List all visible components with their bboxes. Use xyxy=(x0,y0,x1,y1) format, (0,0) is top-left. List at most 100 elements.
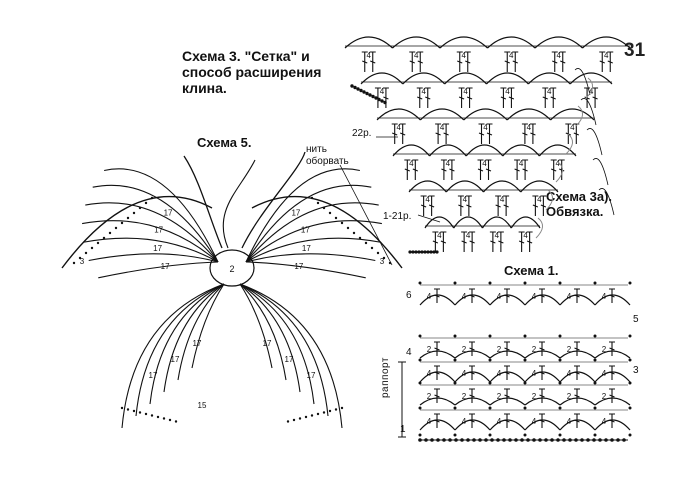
scheme5-title: Схема 5. xyxy=(197,135,252,150)
chain-dot xyxy=(496,438,500,442)
stitch-count-4: 4 xyxy=(380,87,385,96)
chain-arc xyxy=(392,144,431,157)
stitch-count-4: 4 xyxy=(570,123,575,132)
stitch-count-4: 4 xyxy=(463,195,468,204)
stitch-bar xyxy=(504,294,510,298)
stitch-bar xyxy=(417,60,423,64)
chain-dot xyxy=(108,231,112,235)
chain-dot xyxy=(593,381,597,385)
stitch-bar xyxy=(539,347,545,351)
chain-dot xyxy=(622,438,626,442)
chain-dot xyxy=(132,409,136,413)
chain-dot xyxy=(102,236,106,240)
stitch-count-4: 4 xyxy=(482,159,487,168)
stitch-bar xyxy=(409,60,415,64)
stitch-bar xyxy=(514,168,520,172)
chain-dot xyxy=(356,87,360,91)
chain-dot xyxy=(156,415,160,419)
stitch-bar xyxy=(458,204,464,208)
stitch-bar xyxy=(477,168,484,172)
stitch-bar xyxy=(434,371,440,375)
stitch-bar xyxy=(540,204,547,208)
stitch-bar xyxy=(522,168,528,172)
chain-dot xyxy=(453,381,457,385)
stitch-bar xyxy=(599,60,605,64)
chain-dot xyxy=(628,381,632,385)
center-strand xyxy=(222,159,256,249)
chain-dot xyxy=(304,415,308,419)
stitch-bar xyxy=(503,204,509,208)
stitch-bar xyxy=(574,371,580,375)
row-number-4: 4 xyxy=(406,347,412,358)
stitch-bar xyxy=(441,168,447,172)
chain-dot xyxy=(580,438,584,442)
stitch-bar xyxy=(362,60,368,64)
scheme1-count: 4 xyxy=(462,292,467,301)
lower-wing-loop xyxy=(239,283,273,369)
chain-arc xyxy=(502,144,540,157)
stitch-bar xyxy=(457,60,463,64)
scheme1-count: 4 xyxy=(497,369,502,378)
wing-count-17: 17 xyxy=(193,339,202,348)
chain-dot xyxy=(426,250,430,254)
chain-dot xyxy=(370,246,374,250)
stitch-bar xyxy=(383,96,389,100)
chain-dot xyxy=(376,251,380,255)
stitch-count-4: 4 xyxy=(527,123,532,132)
wing-count-17: 17 xyxy=(294,262,303,271)
chain-dot xyxy=(454,438,458,442)
wing-count-17: 17 xyxy=(307,371,316,380)
chain-arc xyxy=(483,180,522,193)
chain-dot xyxy=(628,281,632,285)
chain-dot xyxy=(120,221,124,225)
stitch-bar xyxy=(404,168,410,172)
page-number: 31 xyxy=(624,40,646,61)
chain-dot xyxy=(286,420,290,423)
scheme1-count: 4 xyxy=(427,292,432,301)
stitch-count-4: 4 xyxy=(604,51,609,60)
chain-arc xyxy=(569,72,613,85)
chain-dot xyxy=(418,281,422,285)
chain-dot xyxy=(488,381,492,385)
stitch-bar xyxy=(504,371,510,375)
stitch-bar xyxy=(504,419,510,423)
scheme1-count: 4 xyxy=(497,292,502,301)
rows-1-21-label: 1-21р. xyxy=(383,211,412,222)
chain-dot xyxy=(371,94,375,99)
stitch-count-4: 4 xyxy=(446,159,451,168)
stitch-bar xyxy=(592,96,598,100)
scheme1-count: 2 xyxy=(567,345,572,354)
chain-dot xyxy=(334,216,338,220)
stitch-bar xyxy=(512,60,518,64)
chain-dot xyxy=(628,406,632,410)
chain-dot xyxy=(514,438,518,442)
row-number-6: 6 xyxy=(406,290,412,301)
chain-arc xyxy=(463,108,508,121)
wing-count-17: 17 xyxy=(263,339,272,348)
scheme1-count: 4 xyxy=(567,292,572,301)
chain-dot xyxy=(453,358,457,362)
lower-wing-loop xyxy=(239,283,329,417)
stitch-count-4: 4 xyxy=(547,87,552,96)
chain-dot xyxy=(429,250,433,254)
chain-dot xyxy=(478,438,482,442)
stitch-bar xyxy=(469,419,475,423)
stitch-count-4: 4 xyxy=(425,195,430,204)
chain-dot xyxy=(628,358,632,362)
chain-dot xyxy=(316,412,320,416)
chain-dot xyxy=(328,409,332,413)
chain-dot xyxy=(138,411,142,414)
chain-arc xyxy=(465,144,504,157)
scheme1-count: 2 xyxy=(602,345,607,354)
chain-dot xyxy=(520,438,524,442)
stitch-count-4: 4 xyxy=(495,231,500,240)
stitch-bar xyxy=(458,96,465,100)
upper-wing-loop xyxy=(245,253,376,263)
chain-dot xyxy=(558,433,562,437)
chain-arc xyxy=(424,216,455,229)
stitch-bar xyxy=(532,204,539,208)
chain-dot xyxy=(490,438,494,442)
upper-wing-loop xyxy=(92,184,219,263)
chain-arc xyxy=(402,72,446,85)
stitch-bar xyxy=(551,168,557,172)
